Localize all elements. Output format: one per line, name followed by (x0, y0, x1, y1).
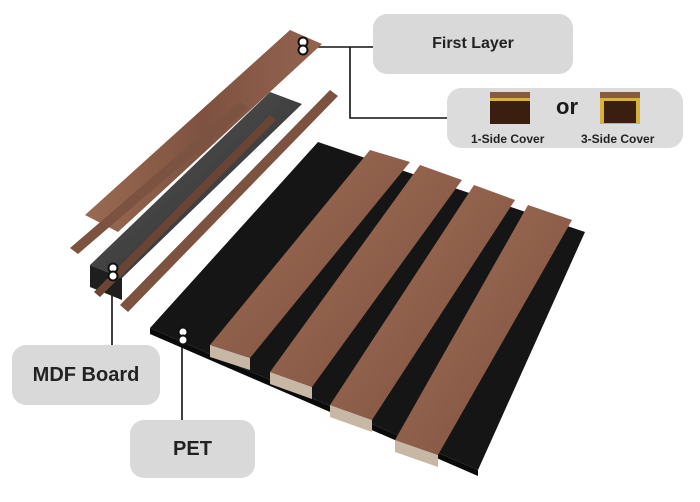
wood-slat (395, 205, 572, 467)
one-side-cover-label: 1-Side Cover (471, 132, 545, 146)
wood-slats (210, 150, 572, 467)
one-side-cover-swatch (490, 92, 530, 124)
marker-pet-icon (177, 326, 189, 346)
three-side-cover-swatch (600, 92, 640, 124)
first-layer-veneer (85, 30, 322, 232)
marker-first-layer-icon (297, 36, 309, 56)
first-layer-label: First Layer (373, 14, 573, 74)
side-cover-strip-right (120, 90, 338, 312)
three-side-cover-label: 3-Side Cover (581, 132, 655, 146)
cover-connector (349, 47, 447, 119)
wood-slat (270, 165, 462, 399)
side-cover-strip-bottom (94, 115, 276, 297)
side-cover-strip-left (70, 102, 248, 254)
wood-slat (330, 185, 515, 432)
mdf-board-label: MDF Board (12, 345, 160, 405)
or-text: or (556, 94, 578, 119)
wood-slat (210, 150, 410, 370)
cover-options-box (447, 88, 683, 148)
marker-mdf-icon (107, 262, 119, 282)
pet-label: PET (130, 420, 255, 478)
